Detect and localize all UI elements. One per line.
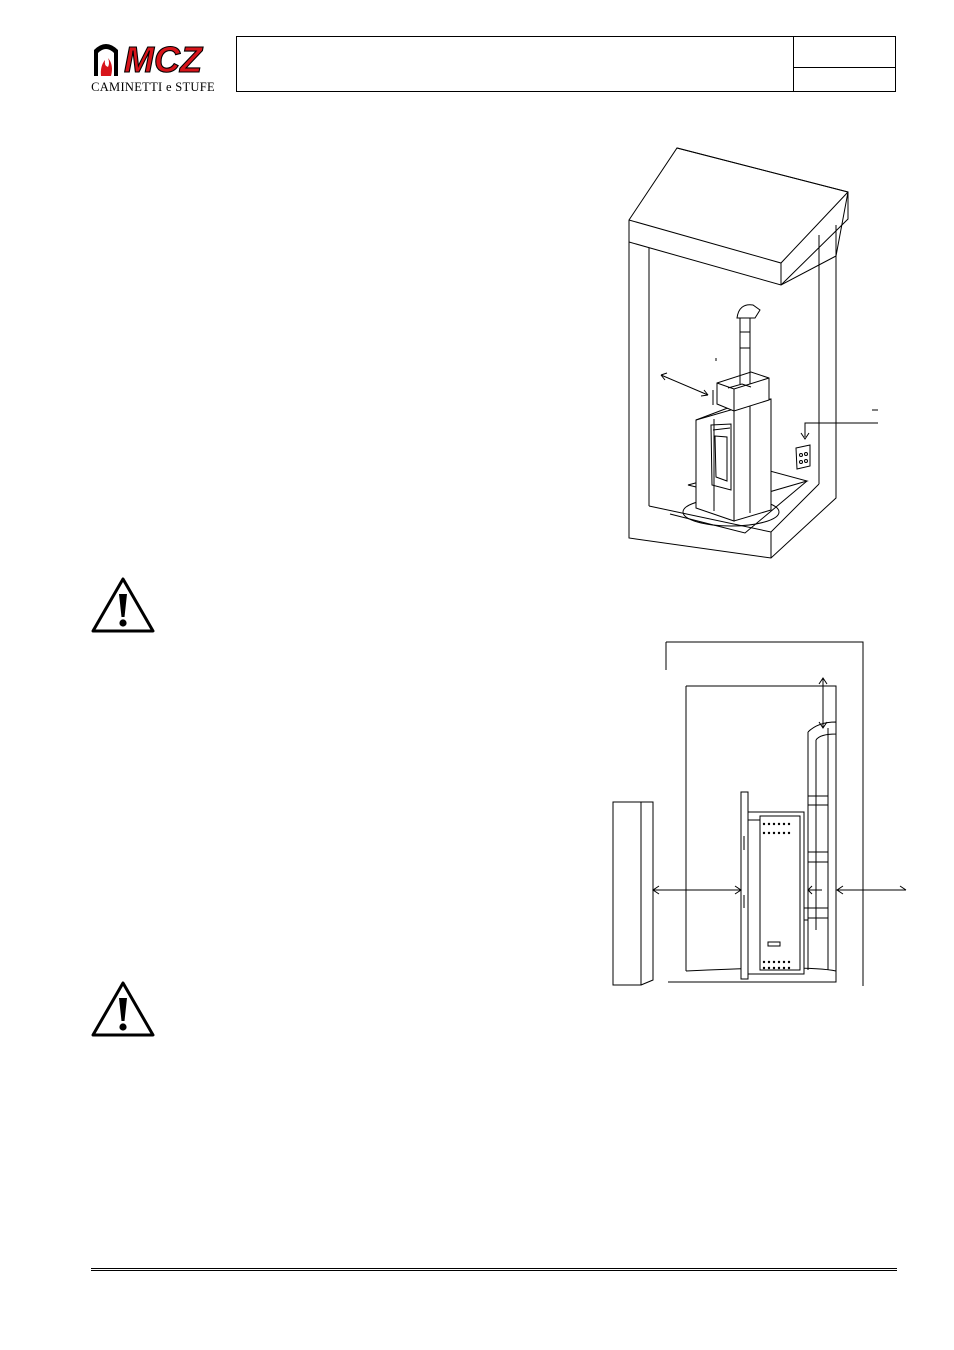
warning-icon — [90, 576, 156, 634]
stove-perspective-figure — [600, 140, 890, 570]
logo-wordmark: MCZ — [124, 39, 204, 80]
stove-side-view-figure — [608, 640, 908, 990]
logo-caption: CAMINETTI e STUFE — [91, 80, 215, 94]
header-code-top — [793, 37, 895, 68]
header-code-bottom — [793, 68, 895, 91]
brand-logo: MCZ — [82, 36, 232, 96]
header-box — [236, 36, 896, 92]
warning-icon — [90, 980, 156, 1038]
logo-flame-icon — [100, 58, 112, 76]
footer-rule — [91, 1268, 897, 1271]
